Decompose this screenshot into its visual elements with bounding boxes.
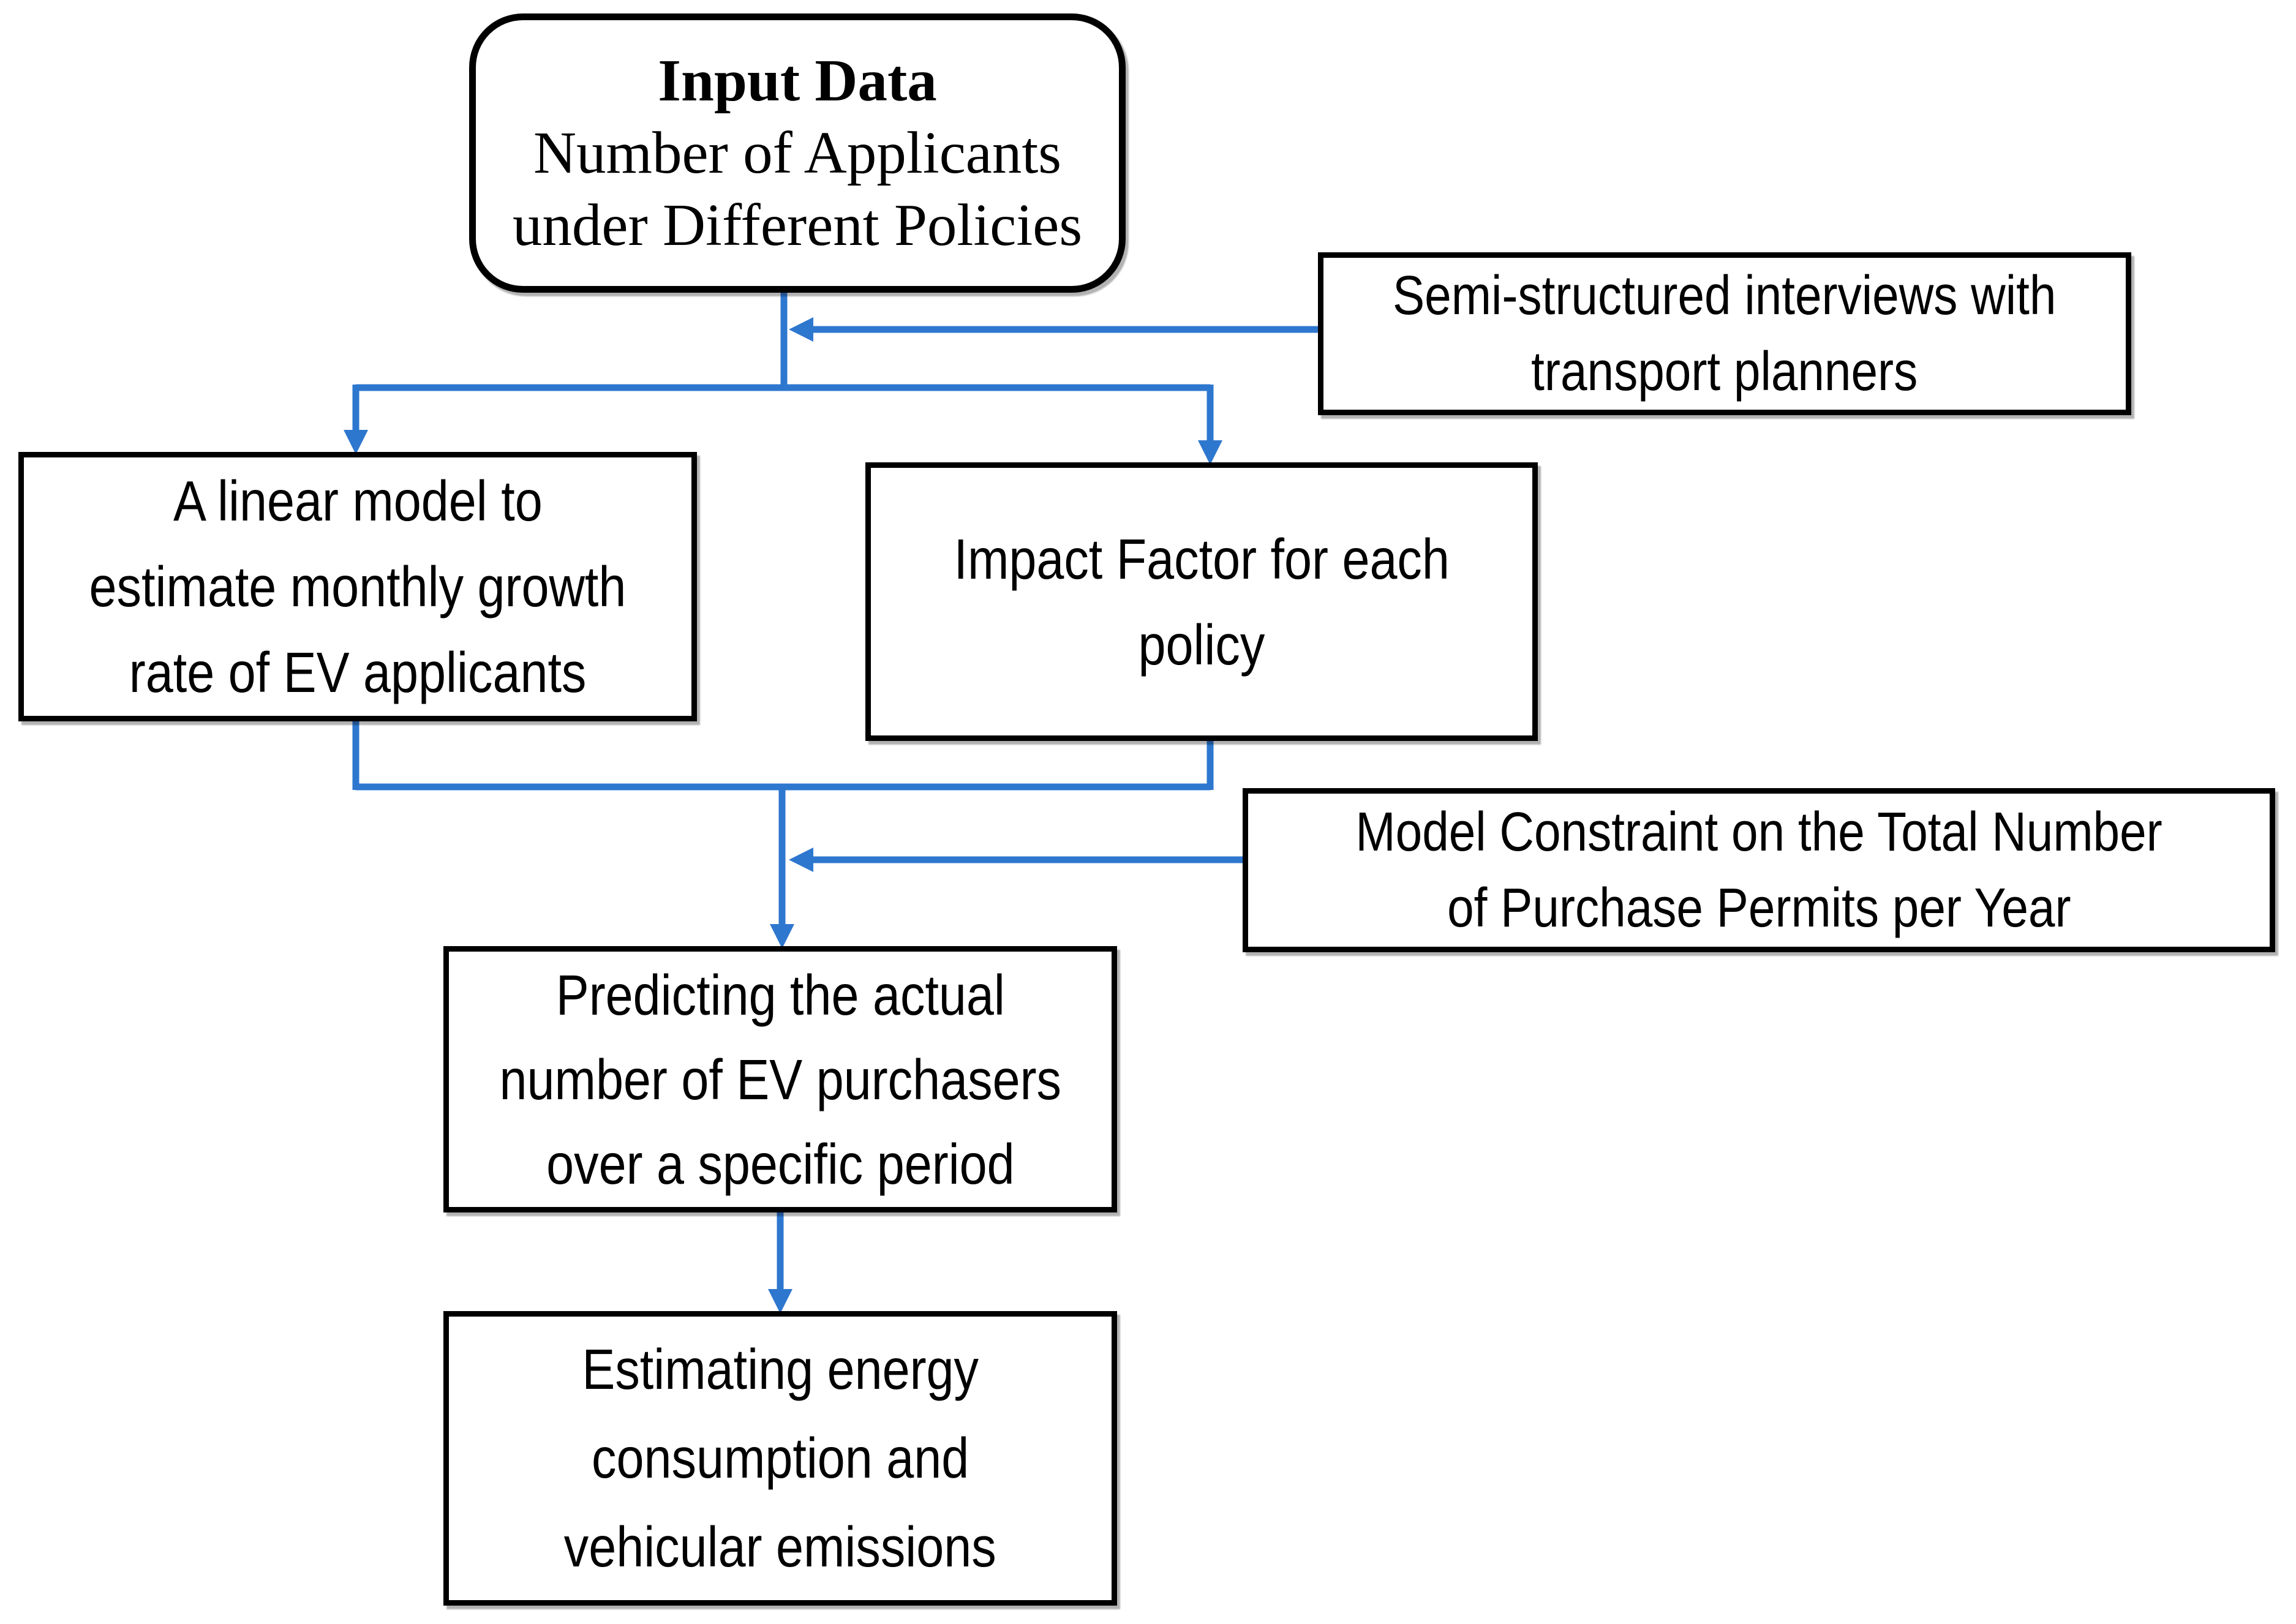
interviews-line: transport planners [1531,341,1918,402]
linear-model-line: A linear model to [173,469,543,533]
impact-factor-line: Impact Factor for each [954,527,1450,591]
linear-model-line: estimate monthly growth [89,555,627,618]
node-estimating-energy-emissions: Estimating energy consumption and vehicu… [443,1311,1117,1606]
estimating-line: Estimating energy [582,1337,979,1401]
input-data-title: Input Data [658,48,937,113]
node-input-data: Input Data Number of Applicants under Di… [469,13,1126,293]
impact-factor-line: policy [1138,612,1265,677]
node-impact-factor: Impact Factor for each policy [865,462,1538,741]
predicting-line: Predicting the actual [555,963,1005,1027]
arrowhead-into-predicting [770,924,794,949]
linear-model-line: rate of EV applicants [129,641,587,704]
interviews-line: Semi-structured interviews with [1393,265,2057,326]
predicting-line: number of EV purchasers [499,1047,1061,1111]
arrowhead-into-impact [1198,440,1222,465]
node-model-constraint: Model Constraint on the Total Number of … [1243,788,2275,952]
arrowhead-interviews-left [789,317,813,342]
input-data-line: Number of Applicants [533,120,1062,186]
arrowhead-constraint-left [789,848,813,872]
node-semi-structured-interviews: Semi-structured interviews with transpor… [1318,252,2131,415]
predicting-line: over a specific period [546,1132,1015,1196]
input-data-line: under Different Policies [512,192,1083,258]
node-linear-model: A linear model to estimate monthly growt… [18,452,697,721]
estimating-line: consumption and [591,1426,969,1490]
node-predicting-purchasers: Predicting the actual number of EV purch… [443,946,1117,1212]
estimating-line: vehicular emissions [563,1515,996,1579]
model-constraint-line: of Purchase Permits per Year [1447,878,2071,939]
model-constraint-line: Model Constraint on the Total Number [1355,802,2162,863]
arrowhead-into-estimating [768,1289,792,1314]
arrowhead-into-linear [344,430,368,454]
